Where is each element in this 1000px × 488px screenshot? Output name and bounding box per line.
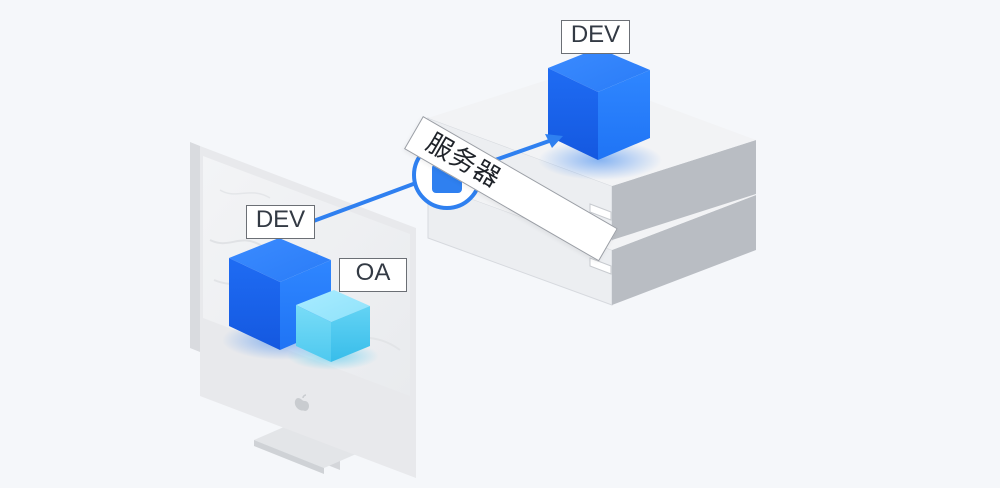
client-dev-label: DEV bbox=[246, 205, 315, 239]
apple-logo-icon bbox=[294, 394, 309, 411]
arrowhead-icon bbox=[545, 134, 563, 148]
client-oa-label: OA bbox=[339, 258, 407, 292]
server-dev-cube bbox=[538, 48, 662, 180]
client-oa-cube bbox=[287, 290, 379, 370]
server-dev-label: DEV bbox=[561, 20, 630, 54]
